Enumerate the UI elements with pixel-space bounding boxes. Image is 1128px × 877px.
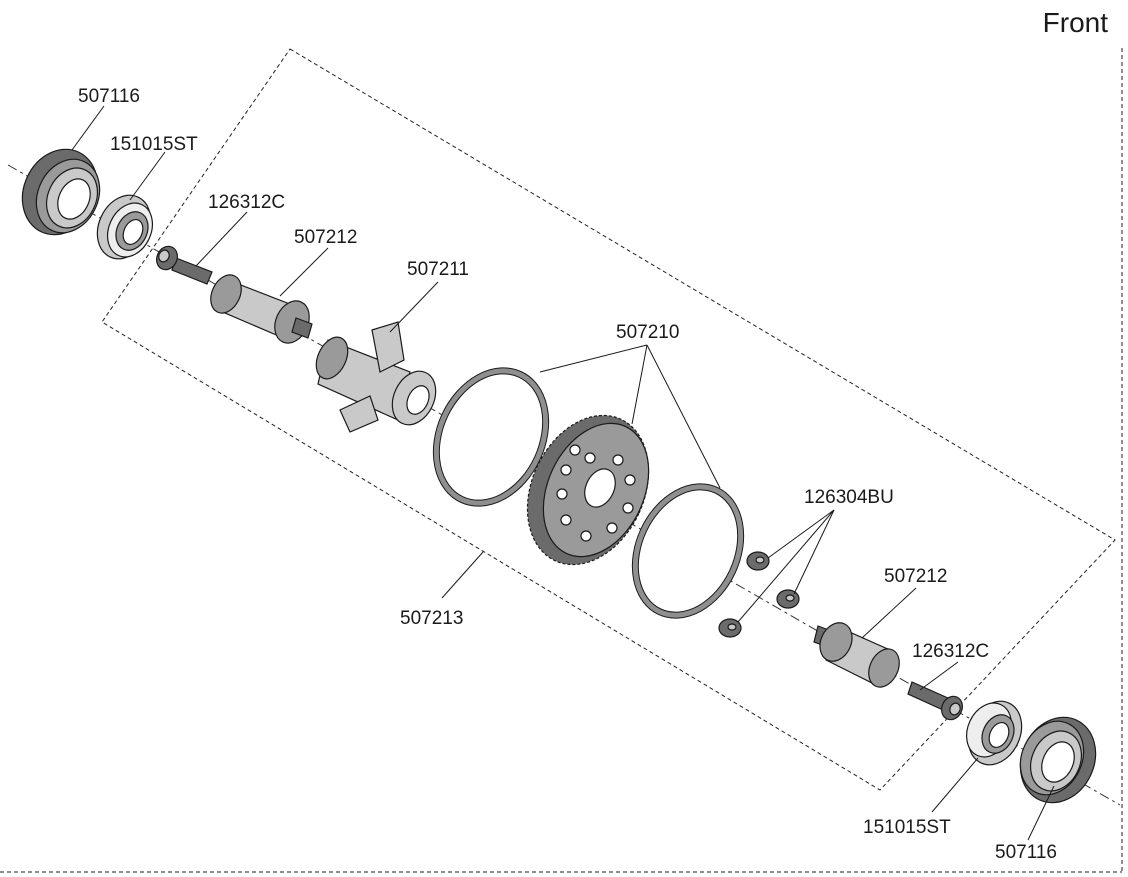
o-ring-right bbox=[631, 483, 745, 619]
label-housing: 507213 bbox=[400, 608, 463, 629]
bearing-holder-left bbox=[21, 148, 101, 236]
label-outdrive-right: 507212 bbox=[884, 566, 947, 587]
small-screws bbox=[718, 551, 800, 638]
hub bbox=[315, 321, 437, 433]
page-title: Front bbox=[1043, 7, 1109, 38]
screw-right bbox=[907, 681, 963, 721]
label-bearing-left: 151015ST bbox=[110, 134, 198, 155]
label-screws-bu: 126304BU bbox=[804, 487, 894, 508]
label-bearing-holder-right: 507116 bbox=[995, 842, 1057, 863]
leader-lines bbox=[71, 105, 1055, 841]
bearing-left bbox=[96, 194, 154, 260]
outdrive-right bbox=[813, 622, 900, 688]
bearing-right bbox=[965, 700, 1023, 766]
assembly-boundary bbox=[101, 48, 1116, 791]
label-outdrive-left: 507212 bbox=[294, 227, 357, 248]
screw-left bbox=[156, 245, 213, 285]
label-bearing-right: 151015ST bbox=[863, 817, 951, 838]
part-labels: 507116 151015ST 126312C 507212 507211 50… bbox=[78, 86, 1057, 863]
label-hub: 507211 bbox=[407, 259, 469, 280]
label-screw-right: 126312C bbox=[912, 641, 989, 662]
o-ring-left bbox=[432, 367, 550, 507]
label-bearing-holder-left: 507116 bbox=[78, 86, 140, 107]
outdrive-left bbox=[210, 274, 313, 344]
bearing-holder-right bbox=[1019, 716, 1097, 804]
label-o-rings: 507210 bbox=[616, 322, 679, 343]
spur-gear bbox=[526, 414, 650, 566]
frame-border bbox=[0, 48, 1123, 873]
label-screw-left: 126312C bbox=[208, 192, 285, 213]
